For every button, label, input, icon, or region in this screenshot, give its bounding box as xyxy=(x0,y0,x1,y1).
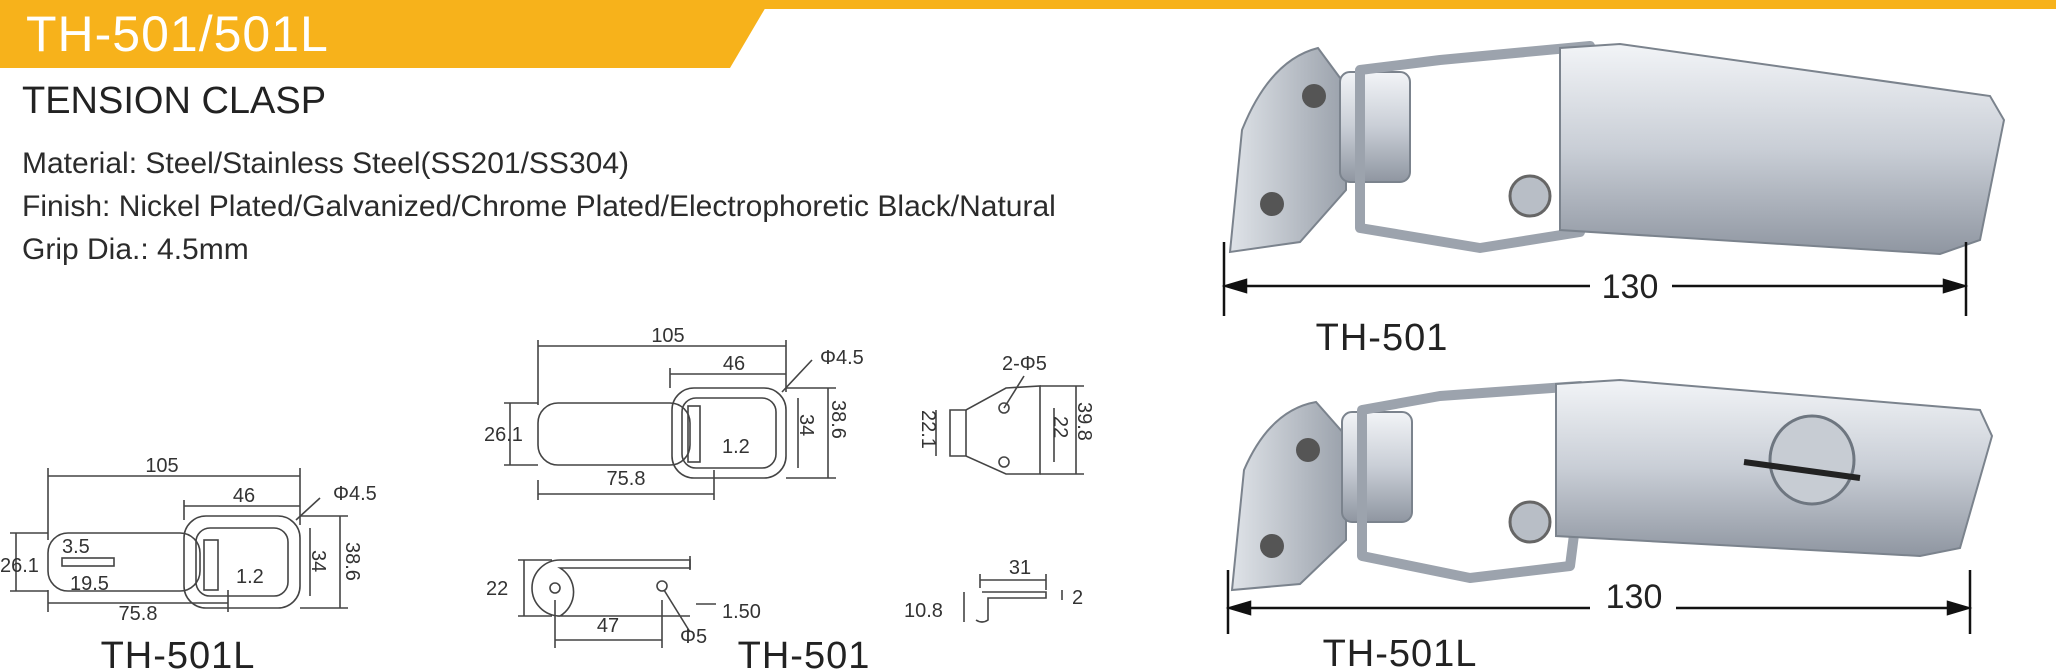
th501-top-gap-label: 1.2 xyxy=(722,436,750,458)
photo-th501l xyxy=(1230,378,1994,592)
spec-grip: Grip Dia.: 4.5mm xyxy=(22,233,249,266)
th501l-slot-l-label: 19.5 xyxy=(70,573,109,595)
product-code: TH-501/501L xyxy=(26,6,329,62)
spec-material: Material: Steel/Stainless Steel(SS201/SS… xyxy=(22,147,629,180)
drawing-th501-side xyxy=(518,556,716,648)
th501-top-base-label: 26.1 xyxy=(484,424,523,446)
th501-side-thickness-label: 1.50 xyxy=(722,601,761,623)
th501l-wire-label: Φ4.5 xyxy=(333,483,377,505)
th501l-base-label: 26.1 xyxy=(0,555,39,577)
spec-finish: Finish: Nickel Plated/Galvanized/Chrome … xyxy=(22,190,1056,223)
photo-th501l-caption: TH-501L xyxy=(1323,633,1478,672)
photo-th501-length-label: 130 xyxy=(1602,268,1659,306)
th501-side-hole-label: Φ5 xyxy=(680,626,707,648)
th501l-body-label: 75.8 xyxy=(119,603,158,625)
th501l-loop-label: 46 xyxy=(233,485,255,507)
th501-top-inner-label: 34 xyxy=(795,414,817,436)
keeper-side-thickness-label: 2 xyxy=(1072,587,1083,609)
drawing-th501l xyxy=(10,468,348,612)
th501-top-outer-label: 38.6 xyxy=(827,400,849,439)
keeper-holes-label: 2-Φ5 xyxy=(1002,353,1047,375)
keeper-side-length-label: 31 xyxy=(1009,557,1031,579)
photo-th501-dimension xyxy=(1221,242,1969,316)
drawing-keeper-side xyxy=(963,574,1063,623)
th501l-caption: TH-501L xyxy=(101,635,256,672)
th501-side-caption: TH-501 xyxy=(738,635,871,672)
photo-th501-caption: TH-501 xyxy=(1316,317,1449,359)
photo-th501l-dimension xyxy=(1225,570,1973,634)
drawing-th501-top xyxy=(504,340,836,500)
product-photos: 130 TH-501 130 TH-501L xyxy=(1221,41,2006,672)
drawing-keeper-plate xyxy=(935,375,1084,475)
keeper-spacing-label: 22 xyxy=(1049,416,1071,438)
keeper-height-label: 39.8 xyxy=(1073,402,1095,441)
header-band xyxy=(0,0,770,68)
th501-side-spacing-label: 47 xyxy=(597,615,619,637)
photo-th501 xyxy=(1228,41,2006,256)
th501l-outer-label: 38.6 xyxy=(341,542,363,581)
th501l-gap-label: 1.2 xyxy=(236,566,264,588)
photo-th501l-length-label: 130 xyxy=(1606,578,1663,616)
header-top-rule xyxy=(740,0,2056,9)
th501-top-body-label: 75.8 xyxy=(607,468,646,490)
product-name: TENSION CLASP xyxy=(22,80,327,122)
keeper-side-height-label: 10.8 xyxy=(904,600,943,622)
technical-drawings: 105 46 Φ4.5 26.1 3.5 19.5 75.8 1.2 34 38… xyxy=(0,325,1095,672)
th501-side-height-label: 22 xyxy=(486,578,508,600)
keeper-left-height-label: 22.1 xyxy=(917,410,939,449)
th501l-length-label: 105 xyxy=(145,455,178,477)
th501-top-wire-label: Φ4.5 xyxy=(820,347,864,369)
th501-top-loop-label: 46 xyxy=(723,353,745,375)
th501l-inner-label: 34 xyxy=(307,550,329,572)
th501-top-length-label: 105 xyxy=(651,325,684,347)
th501l-slot-h-label: 3.5 xyxy=(62,536,90,558)
